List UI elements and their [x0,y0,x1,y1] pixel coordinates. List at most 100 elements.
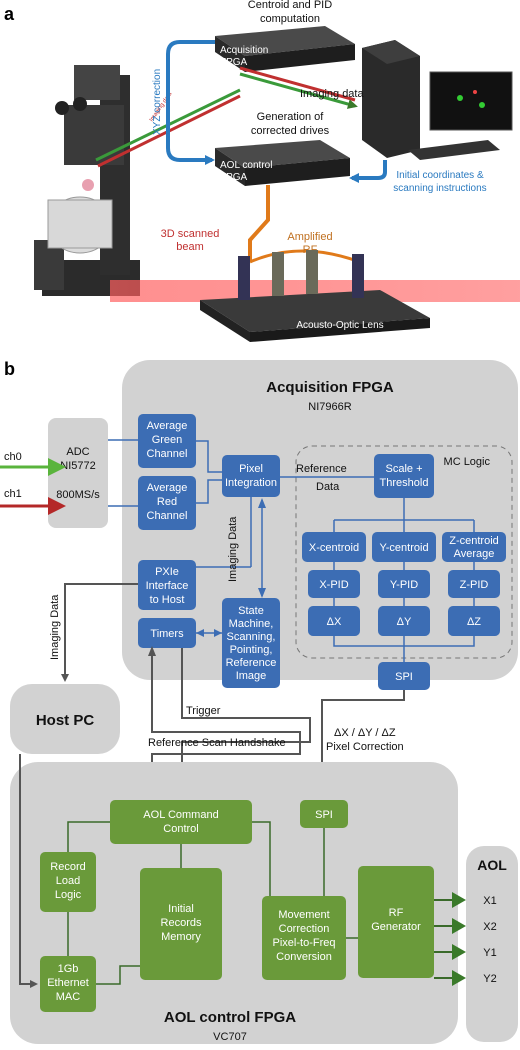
pixel-integration-1: Pixel [239,463,263,475]
pxie-3: to Host [150,594,185,606]
movement-1: Movement [278,909,329,921]
reference-data-1: Reference [296,463,347,475]
pixel-integration-2: Integration [225,477,277,489]
initial-records-1: Initial [168,903,194,915]
dz-block [448,606,500,636]
output-x2: X2 [483,921,496,933]
movement-3: Pixel-to-Freq [273,937,336,949]
dx-label: ΔX [327,616,342,628]
panel-b-label: b [4,359,15,379]
ch0-arrow [48,458,66,476]
state-machine-5: Reference [226,657,277,669]
pixel-integration-block [222,455,280,497]
timers-label: Timers [150,628,184,640]
generation-title-2: corrected drives [251,125,330,137]
ref-handshake-arrow [148,650,301,780]
rf-gen-1: RF [389,907,404,919]
ethernet-3: MAC [56,991,81,1003]
acq-fpga-device [215,26,355,72]
pixel-correction-1: ΔX / ΔY / ΔZ [334,727,396,739]
adc-block [48,418,108,528]
rf-generator-block [358,866,434,978]
adc-line2: NI5772 [60,460,95,472]
movement-2: Correction [279,923,330,935]
acq-fpga-label-1: Acquisition [220,45,268,56]
dy-block [378,606,430,636]
avg-green-3: Channel [147,448,188,460]
movement-4: Conversion [276,951,332,963]
pxie-2: Interface [146,580,189,592]
trigger-label: Trigger [186,705,221,717]
ch1-arrow [48,497,66,515]
imaging-data-arrow [239,72,358,109]
imaging-data-vertical: Imaging Data [227,516,239,582]
aol-ctrl-sub: VC707 [213,1031,247,1043]
avg-red-2: Red [157,496,177,508]
scanned-beam-line2: beam [176,241,204,253]
host-pc-label: Host PC [36,712,95,729]
imaging-data-left: Imaging Data [49,594,61,660]
pixel-correction-2: Pixel Correction [326,741,404,753]
aol-fpga-device [215,140,350,186]
aol-fpga-label-1: AOL control [220,160,272,171]
avg-green-1: Average [147,420,188,432]
imaging-data-arrow-red [239,66,356,102]
state-machine-1: State [238,605,264,617]
z-centroid-block [442,532,506,562]
y-centroid-block [372,532,436,562]
ref-handshake-label: Reference Scan Handshake [148,737,286,749]
adc-line4: 800MS/s [56,489,100,501]
ch0-label: ch0 [4,451,22,463]
amplified-rf-cable [248,185,270,262]
output-y2: Y2 [483,973,496,985]
x-pid-label: X-PID [319,579,348,591]
initial-records-2: Records [161,917,202,929]
adc-line1: ADC [66,446,89,458]
y-pid-block [378,570,430,598]
z-centroid-1: Z-centroid [449,535,499,547]
spi-bottom-block [300,800,348,828]
ethernet-block [40,956,96,1012]
initial-records-3: Memory [161,931,201,943]
deltas-to-spi-link [333,636,475,662]
rf-cables [249,249,361,264]
initial-coords-line1: Initial coordinates & [396,170,484,181]
z-centroid-2: Average [454,548,495,560]
state-machine-block [222,598,280,688]
red-to-pixel-link [196,479,222,504]
generation-title-1: Generation of [257,111,325,123]
z-pid-block [448,570,500,598]
output-arrows [434,892,466,986]
trigger-arrow [178,648,311,780]
record-load-2: Load [56,875,80,887]
z-pid-label: Z-PID [460,579,489,591]
pxie-to-host-arrow [61,583,138,682]
x-centroid-block [302,532,366,562]
aol-ctrl-title: AOL control FPGA [164,1009,296,1026]
avg-red-3: Channel [147,510,188,522]
centroid-title-line1: Centroid and PID [248,0,332,11]
scale-threshold-2: Threshold [380,477,429,489]
scanned-beam-line1: 3D scanned [161,228,220,240]
acq-fpga-label-2: FPGA [220,57,248,68]
host-pc-illustration [362,40,513,160]
x-centroid-label: X-centroid [309,542,359,554]
rf-gen-2: Generator [371,921,421,933]
ethernet-1: 1Gb [58,963,79,975]
avg-red-1: Average [147,482,188,494]
ethernet-2: Ethernet [47,977,89,989]
scale-to-centroids-link [333,498,475,532]
avg-green-block [138,414,196,468]
host-pc-block [10,684,120,754]
amplified-rf-line1: Amplified [287,231,332,243]
pxie-block [138,560,196,610]
spi-top-label: SPI [395,671,413,683]
state-machine-2: Machine, [229,618,274,630]
scale-threshold-block [374,454,434,498]
aol-title: AOL [477,857,507,873]
dz-label: ΔZ [467,616,481,628]
xyz-correction-label: XYZ correction [152,69,163,135]
output-x1: X1 [483,895,496,907]
centroid-title-line2: computation [260,13,320,25]
